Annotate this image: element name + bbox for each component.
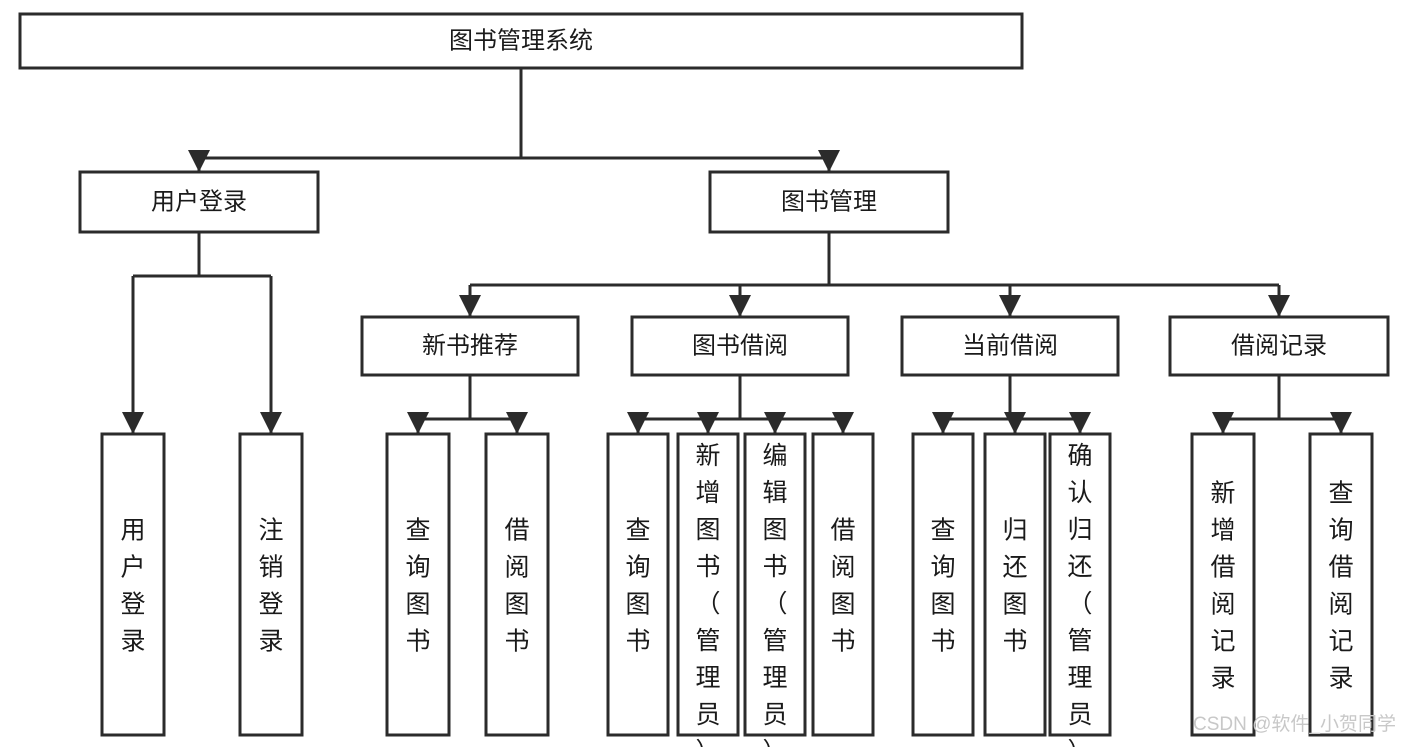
nodes-layer: 图书管理系统用户登录图书管理新书推荐图书借阅当前借阅借阅记录用户登录注销登录查询… (18, 12, 1390, 747)
node-label-leaf-query-borrow-record: 查询借阅记录 (1328, 480, 1353, 693)
node-box-user-login[interactable] (78, 170, 320, 234)
connectors-layer (122, 68, 1352, 434)
arrow-icon-current-borrow (999, 295, 1021, 317)
node-label-leaf-borrow-book-recommend: 借阅图书 (504, 517, 529, 656)
node-box-current-borrow[interactable] (900, 315, 1120, 377)
arrow-icon-leaf-add-borrow-record (1212, 412, 1234, 434)
node-label-leaf-confirm-return-admin: 确认归还（管理员） (1067, 442, 1092, 747)
level3-node-borrow-record[interactable]: 借阅记录 (1168, 315, 1390, 377)
node-label-new-book-recommend: 新书推荐 (422, 332, 518, 359)
node-box-leaf-borrow-book-recommend[interactable] (484, 432, 550, 737)
node-label-borrow-record: 借阅记录 (1231, 332, 1327, 359)
node-label-root-system: 图书管理系统 (449, 27, 593, 54)
arrow-icon-new-book-recommend (459, 295, 481, 317)
arrow-icon-leaf-query-borrow-record (1330, 412, 1352, 434)
node-label-leaf-query-book-borrow: 查询图书 (625, 517, 650, 656)
leaf-node-leaf-query-book-borrow[interactable]: 查询图书 (606, 432, 670, 737)
root-node-root-system[interactable]: 图书管理系统 (18, 12, 1024, 70)
node-box-root-system[interactable] (18, 12, 1024, 70)
arrow-icon-leaf-user-login (122, 412, 144, 434)
node-label-book-management: 图书管理 (781, 188, 877, 215)
node-label-leaf-add-book-admin: 新增图书（管理员） (695, 442, 720, 747)
leaf-node-leaf-add-borrow-record[interactable]: 新增借阅记录 (1190, 432, 1256, 737)
arrow-icon-leaf-query-book-recommend (407, 412, 429, 434)
leaf-node-leaf-edit-book-admin[interactable]: 编辑图书（管理员） (743, 432, 807, 747)
arrow-icon-user-login (188, 150, 210, 172)
arrow-icon-leaf-query-book-current (932, 412, 954, 434)
leaf-node-leaf-borrow-book[interactable]: 借阅图书 (811, 432, 875, 737)
arrow-icon-leaf-query-book-borrow (627, 412, 649, 434)
arrow-icon-leaf-user-logout (260, 412, 282, 434)
node-box-book-management[interactable] (708, 170, 950, 234)
node-label-book-borrow: 图书借阅 (692, 332, 788, 359)
arrow-icon-leaf-confirm-return-admin (1069, 412, 1091, 434)
node-box-new-book-recommend[interactable] (360, 315, 580, 377)
arrow-icon-leaf-borrow-book (832, 412, 854, 434)
node-box-book-borrow[interactable] (630, 315, 850, 377)
level2-node-book-management[interactable]: 图书管理 (708, 170, 950, 234)
leaf-node-leaf-borrow-book-recommend[interactable]: 借阅图书 (484, 432, 550, 737)
level3-node-book-borrow[interactable]: 图书借阅 (630, 315, 850, 377)
watermark-label: CSDN @软件_小贺同学 (1193, 713, 1396, 735)
node-label-leaf-add-borrow-record: 新增借阅记录 (1210, 480, 1235, 693)
node-box-leaf-query-borrow-record[interactable] (1308, 432, 1374, 737)
node-box-leaf-query-book-recommend[interactable] (385, 432, 451, 737)
node-box-leaf-add-borrow-record[interactable] (1190, 432, 1256, 737)
level2-node-user-login[interactable]: 用户登录 (78, 170, 320, 234)
leaf-node-leaf-query-book-recommend[interactable]: 查询图书 (385, 432, 451, 737)
leaf-node-leaf-query-borrow-record[interactable]: 查询借阅记录 (1308, 432, 1374, 737)
node-label-leaf-query-book-recommend: 查询图书 (405, 517, 430, 656)
node-box-leaf-borrow-book[interactable] (811, 432, 875, 737)
arrow-icon-borrow-record (1268, 295, 1290, 317)
arrow-icon-leaf-borrow-book-recommend (506, 412, 528, 434)
arrow-icon-book-borrow (729, 295, 751, 317)
level3-node-current-borrow[interactable]: 当前借阅 (900, 315, 1120, 377)
node-box-leaf-add-book-admin[interactable] (676, 432, 740, 737)
leaf-node-leaf-return-book[interactable]: 归还图书 (983, 432, 1047, 737)
node-label-leaf-user-login: 用户登录 (120, 517, 145, 656)
node-box-leaf-query-book-current[interactable] (911, 432, 975, 737)
leaf-node-leaf-user-logout[interactable]: 注销登录 (238, 432, 304, 737)
node-label-current-borrow: 当前借阅 (962, 332, 1058, 359)
node-box-leaf-user-login[interactable] (100, 432, 166, 737)
node-label-leaf-query-book-current: 查询图书 (930, 517, 955, 656)
leaf-node-leaf-query-book-current[interactable]: 查询图书 (911, 432, 975, 737)
node-box-leaf-confirm-return-admin[interactable] (1048, 432, 1112, 737)
leaf-node-leaf-add-book-admin[interactable]: 新增图书（管理员） (676, 432, 740, 747)
node-label-leaf-return-book: 归还图书 (1002, 517, 1027, 656)
leaf-node-leaf-confirm-return-admin[interactable]: 确认归还（管理员） (1048, 432, 1112, 747)
node-box-borrow-record[interactable] (1168, 315, 1390, 377)
level3-node-new-book-recommend[interactable]: 新书推荐 (360, 315, 580, 377)
node-label-leaf-borrow-book: 借阅图书 (830, 517, 855, 656)
node-label-leaf-user-logout: 注销登录 (258, 517, 283, 656)
leaf-node-leaf-user-login[interactable]: 用户登录 (100, 432, 166, 737)
node-box-leaf-return-book[interactable] (983, 432, 1047, 737)
arrow-icon-book-management (818, 150, 840, 172)
node-box-leaf-user-logout[interactable] (238, 432, 304, 737)
arrow-icon-leaf-edit-book-admin (764, 412, 786, 434)
node-box-leaf-query-book-borrow[interactable] (606, 432, 670, 737)
arrow-icon-leaf-add-book-admin (697, 412, 719, 434)
node-box-leaf-edit-book-admin[interactable] (743, 432, 807, 737)
node-label-user-login: 用户登录 (151, 188, 247, 215)
arrow-icon-leaf-return-book (1004, 412, 1026, 434)
node-label-leaf-edit-book-admin: 编辑图书（管理员） (762, 442, 787, 747)
